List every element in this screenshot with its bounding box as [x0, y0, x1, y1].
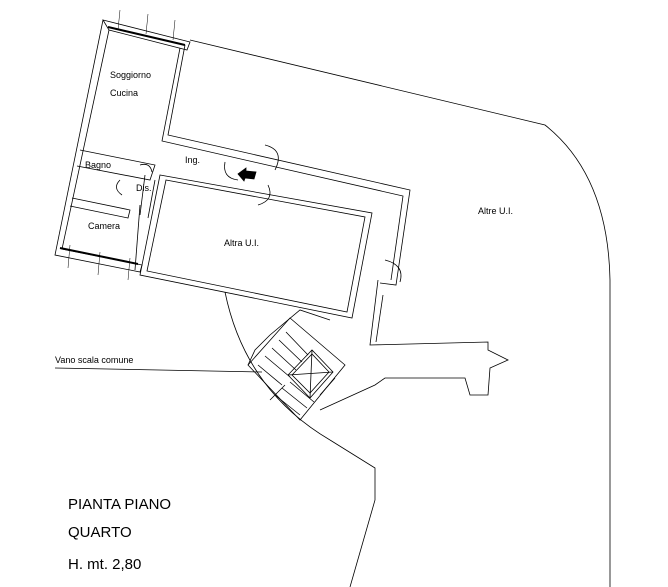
- room-label-camera: Camera: [88, 221, 121, 231]
- stair-label: Vano scala comune: [55, 355, 134, 365]
- plan-title: PIANTA PIANO: [68, 496, 172, 513]
- apartment-walls: [54, 19, 411, 319]
- doors: [116, 144, 402, 283]
- windows: [59, 26, 186, 265]
- grid-ticks: [67, 9, 176, 281]
- entrance-arrow-icon: [237, 167, 257, 182]
- room-label-disimpegno: Dis.: [136, 183, 152, 193]
- plan-height: H. mt. 2,80: [68, 556, 142, 573]
- plan-floor: QUARTO: [68, 524, 132, 541]
- room-label-cucina: Cucina: [110, 88, 139, 98]
- site-boundary: [189, 39, 611, 587]
- room-label-altre-ui: Altre U.I.: [478, 206, 514, 216]
- room-label-bagno: Bagno: [85, 160, 112, 170]
- corridor: [247, 279, 509, 411]
- stair-leader-line: [54, 367, 263, 373]
- stair-core: [247, 317, 346, 421]
- room-label-altra-ui: Altra U.I.: [224, 238, 260, 248]
- room-label-ingresso: Ing.: [185, 155, 201, 165]
- room-label-soggiorno: Soggiorno: [110, 70, 152, 80]
